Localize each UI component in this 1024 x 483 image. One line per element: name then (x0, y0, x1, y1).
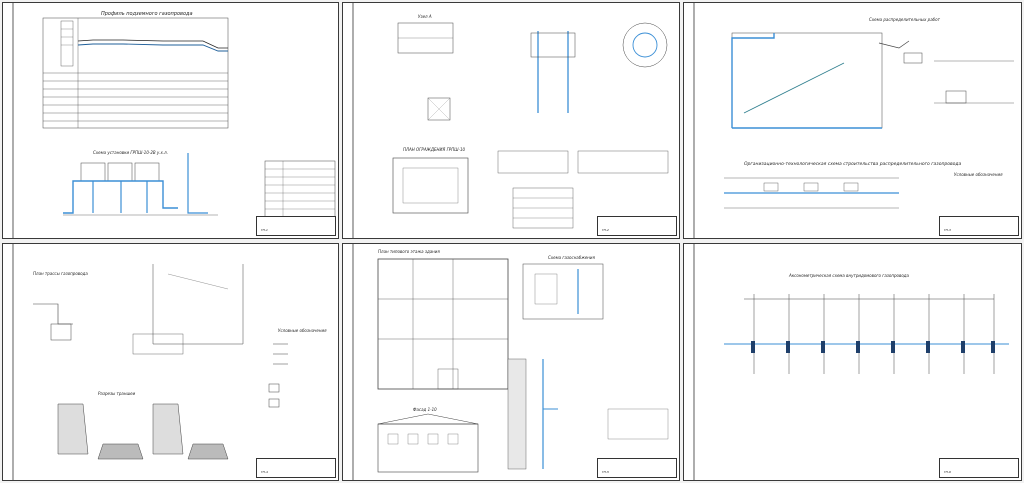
sheet-title: План типового этажа здания (378, 249, 440, 254)
route-drawing (12, 244, 288, 480)
title-block-code: ГП-4 (261, 470, 268, 474)
sheet-profile: Профиль подземного газопровода Схема уст… (2, 2, 339, 239)
sheet-title: Аксонометрическая схема внутридомового г… (789, 273, 910, 278)
riser-group (753, 294, 995, 374)
title-block-code: ГП-5 (602, 470, 609, 474)
legend-title: Условные обозначения (954, 172, 1003, 177)
sheet-floor-plan: План типового этажа здания Фасад 1-10 Сх… (342, 243, 680, 481)
sheet-works-scheme: Схема распределительных работ Организаци… (683, 2, 1022, 239)
profile-drawing (12, 3, 336, 238)
node-drawing (352, 3, 669, 238)
sheet-subtitle: Организационно-технологическая схема стр… (744, 162, 962, 167)
sheet-title: Схема распределительных работ (869, 17, 940, 22)
title-block-code: ГП-1 (261, 228, 268, 232)
sheet-subtitle: Фасад 1-10 (413, 407, 437, 412)
floor-plan-drawing (352, 244, 669, 480)
sheet-subtitle: ПЛАН ОГРАЖДЕНИЯ ГРПШ-10 (403, 147, 466, 152)
title-block: ГП-1 (256, 216, 336, 236)
title-block-code: ГП-2 (602, 228, 609, 232)
sheet-title: Узел А (418, 14, 432, 19)
works-drawing (693, 3, 1014, 238)
title-block: ГП-3 (939, 216, 1019, 236)
title-block: ГП-6 (939, 458, 1019, 478)
title-block-code: ГП-3 (944, 228, 951, 232)
title-block: ГП-4 (256, 458, 336, 478)
sheet-axonometric: Аксонометрическая схема внутридомового г… (683, 243, 1022, 481)
legend-title: Условные обозначения (278, 328, 327, 333)
axonometric-drawing (693, 244, 1009, 480)
sheet-title: Профиль подземного газопровода (101, 11, 193, 17)
title-block-code: ГП-6 (944, 470, 951, 474)
title-block: ГП-5 (597, 458, 677, 478)
sheet-node-a: Узел А ПЛАН ОГРАЖДЕНИЯ ГРПШ-10 ГП-2 (342, 2, 680, 239)
gas-scheme-label: Схема газоснабжения (548, 255, 595, 260)
title-block: ГП-2 (597, 216, 677, 236)
sheet-subtitle: Схема установки ГРПШ-10-2В у.х.л. (93, 150, 168, 155)
sheet-title: План трассы газопровода (33, 271, 88, 276)
sheet-subtitle: Разрезы траншеи (98, 391, 136, 396)
sheet-route-plan: План трассы газопровода Разрезы траншеи … (2, 243, 339, 481)
